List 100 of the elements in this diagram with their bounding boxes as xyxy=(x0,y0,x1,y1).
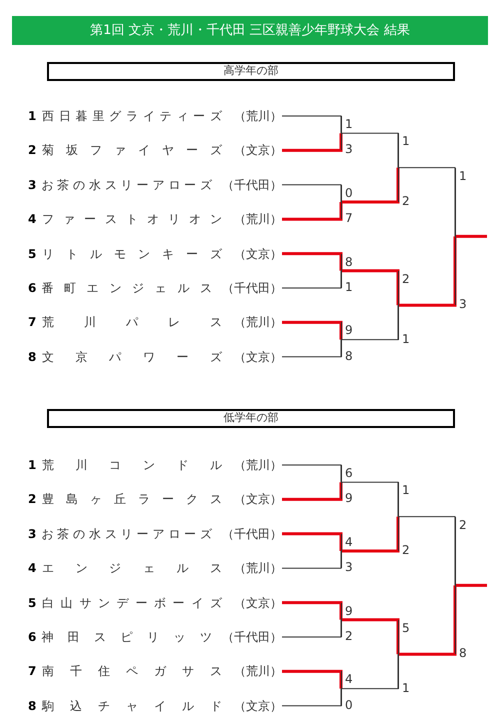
seed-number: 4 xyxy=(28,560,38,578)
seed-number: 5 xyxy=(28,594,38,612)
score-label: 3 xyxy=(344,560,354,574)
score-label: 9 xyxy=(344,491,354,506)
score-label: 2 xyxy=(401,272,411,286)
team-name: 菊坂ファイヤーズ xyxy=(42,142,223,160)
score-label: 8 xyxy=(344,348,354,363)
score-label: 8 xyxy=(458,646,468,660)
score-label: 1 xyxy=(401,680,411,695)
bracket-connector xyxy=(282,133,342,152)
seed-number: 8 xyxy=(28,698,38,715)
team-name: リトルモンキーズ xyxy=(42,246,223,263)
seed-number: 7 xyxy=(28,663,38,680)
team-name: ファーストオリオン xyxy=(42,211,223,228)
team-name: 駒込チャイルド xyxy=(42,698,223,715)
score-label: 3 xyxy=(458,297,468,312)
team-name: お茶の水スリーアローズ xyxy=(41,176,213,194)
bracket-line xyxy=(341,671,342,706)
score-label: 9 xyxy=(344,323,354,338)
bracket-connector xyxy=(282,464,342,483)
district-label: （文京） xyxy=(233,594,282,612)
district-label: （荒川） xyxy=(233,457,282,474)
bracket-connector xyxy=(282,202,342,221)
score-label: 2 xyxy=(344,629,354,643)
district-label: （文京） xyxy=(233,491,282,508)
bracket-connector xyxy=(282,320,342,340)
bracket-connector xyxy=(282,688,342,706)
score-label: 5 xyxy=(401,620,411,635)
score-label: 1 xyxy=(344,117,354,131)
seed-number: 5 xyxy=(28,246,38,263)
seed-number: 1 xyxy=(28,108,38,125)
bracket-connector xyxy=(398,516,456,586)
bracket-line xyxy=(398,270,399,340)
bracket-line xyxy=(341,184,342,220)
team-name: 番町エンジェルス xyxy=(41,280,213,297)
score-label: 3 xyxy=(344,142,354,156)
bracket-connector xyxy=(340,132,398,168)
bracket-connector xyxy=(398,167,456,237)
bracket-line xyxy=(341,322,342,357)
bracket-line xyxy=(341,254,342,288)
score-label: 8 xyxy=(344,254,354,269)
bracket-connector xyxy=(282,601,342,620)
score-label: 6 xyxy=(344,466,354,480)
seed-number: 3 xyxy=(28,176,38,194)
score-label: 2 xyxy=(401,194,411,208)
district-label: （千代田） xyxy=(222,176,282,194)
bracket-connector xyxy=(398,236,456,307)
seed-number: 8 xyxy=(28,348,38,366)
bracket-connector xyxy=(340,482,398,518)
seed-number: 2 xyxy=(28,142,38,160)
title-banner: 第1回 文京・荒川・千代田 三区親善少年野球大会 結果 xyxy=(12,16,488,45)
seed-number: 1 xyxy=(28,457,38,474)
bracket-connector xyxy=(341,516,400,552)
bracket-connector xyxy=(282,619,342,638)
district-label: （荒川） xyxy=(233,314,282,332)
district-label: （荒川） xyxy=(233,211,282,228)
team-name: 文京パワーズ xyxy=(42,348,223,366)
score-label: 0 xyxy=(344,186,354,200)
bracket-connector xyxy=(455,584,487,587)
team-name: 荒川コンドル xyxy=(42,457,223,474)
bracket-connector xyxy=(282,482,342,501)
district-label: （千代田） xyxy=(222,629,282,646)
bracket-line xyxy=(455,168,456,306)
bracket-connector xyxy=(282,339,342,358)
bracket-connector xyxy=(282,252,342,271)
bracket-line xyxy=(398,620,399,689)
bracket-connector xyxy=(340,654,398,690)
district-label: （千代田） xyxy=(222,526,282,543)
district-label: （文京） xyxy=(233,246,282,263)
district-label: （荒川） xyxy=(233,560,282,578)
bracket-line xyxy=(341,465,342,500)
team-name: お茶の水スリーアローズ xyxy=(41,526,213,543)
bracket-connector xyxy=(341,269,400,306)
bracket-line xyxy=(455,516,456,654)
bracket-line xyxy=(341,602,342,637)
team-name: 神田スピリッツ xyxy=(41,629,213,646)
bracket-connector xyxy=(398,585,456,656)
section-header: 高学年の部 xyxy=(47,62,455,81)
team-name: 豊島ヶ丘ラークス xyxy=(42,491,223,508)
district-label: （荒川） xyxy=(233,108,282,125)
district-label: （文京） xyxy=(233,698,282,715)
team-name: 南千住ペガサス xyxy=(42,663,223,680)
bracket-connector xyxy=(340,304,398,340)
seed-number: 6 xyxy=(28,280,38,297)
bracket-line xyxy=(341,534,342,568)
score-label: 0 xyxy=(344,698,354,712)
bracket-connector xyxy=(282,670,342,689)
bracket-connector xyxy=(341,618,400,654)
seed-number: 2 xyxy=(28,491,38,508)
score-label: 9 xyxy=(344,604,354,618)
bracket-connector xyxy=(282,532,342,551)
bracket-connector xyxy=(282,184,342,202)
score-label: 4 xyxy=(344,534,354,549)
seed-number: 6 xyxy=(28,629,38,646)
team-name: 西日暮里グライティーズ xyxy=(42,108,223,125)
seed-number: 7 xyxy=(28,314,38,332)
score-label: 2 xyxy=(401,543,411,557)
score-label: 1 xyxy=(458,168,468,183)
district-label: （文京） xyxy=(233,142,282,160)
bracket-connector xyxy=(341,168,400,204)
